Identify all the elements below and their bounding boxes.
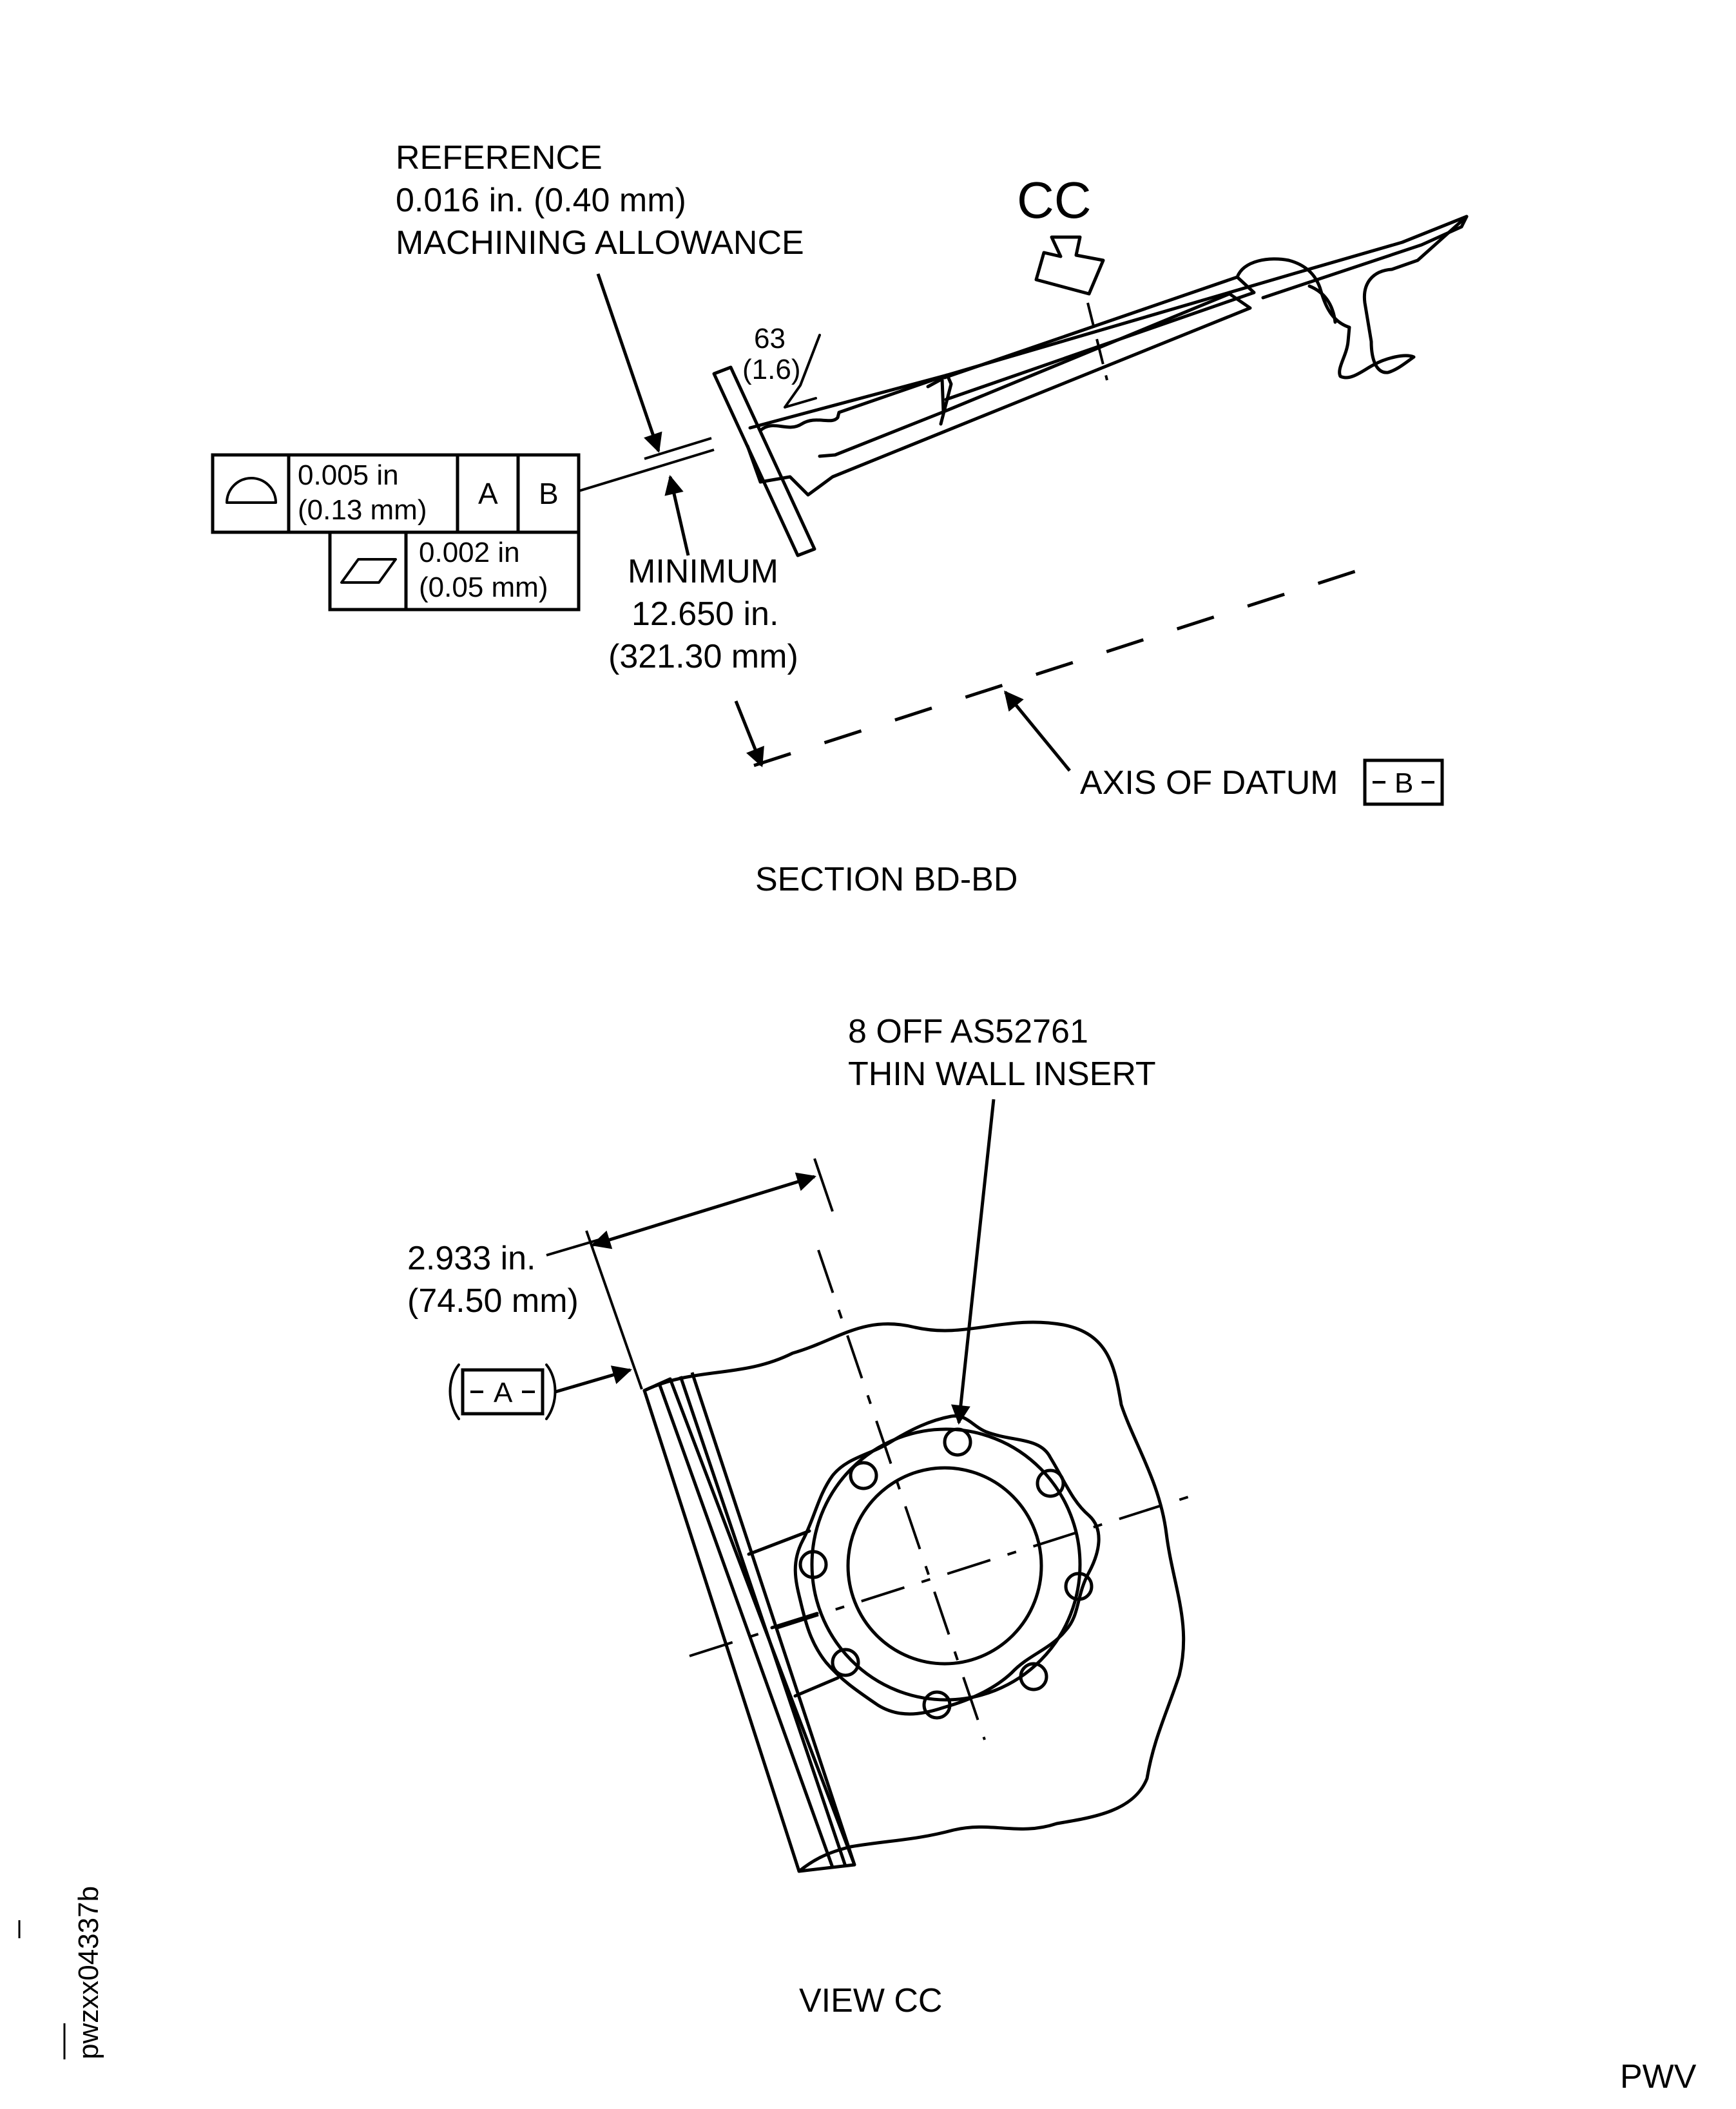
- axis-note: AXIS OF DATUM: [1080, 764, 1338, 802]
- insert-hole: [1019, 1662, 1048, 1691]
- bore: [846, 1466, 1043, 1666]
- allowance-extension: [644, 437, 712, 460]
- view-cut-line: [1086, 302, 1108, 381]
- datum-a-leader: [555, 1365, 632, 1394]
- surface-finish-icon: [784, 334, 821, 409]
- fcf-leader: [578, 448, 715, 492]
- figure-id: pwzxx04337b: [73, 1886, 104, 2059]
- insert-leader: [950, 1099, 996, 1425]
- view-direction-arrow: [1034, 235, 1105, 296]
- insert-holes: [798, 1427, 1094, 1720]
- insert-hole: [943, 1427, 972, 1457]
- insert-hole: [798, 1550, 828, 1579]
- housing-outline: [642, 1320, 1186, 1873]
- insert-hole: [1064, 1572, 1094, 1601]
- view-cc: 8 OFF AS52761 THIN WALL INSERT 2.933 in.…: [407, 1013, 1199, 1873]
- insert-note: 8 OFF AS52761 THIN WALL INSERT: [848, 1013, 1156, 1093]
- fcf-profile: 0.005 in (0.13 mm) A B: [211, 453, 581, 534]
- datum-a-label: A: [494, 1377, 513, 1409]
- insert-hole: [849, 1461, 878, 1490]
- reference-note: REFERENCE 0.016 in. (0.40 mm) MACHINING …: [396, 139, 804, 262]
- dimension-note: 2.933 in. (74.50 mm): [407, 1240, 579, 1320]
- insert-hole: [922, 1690, 952, 1720]
- datum-b-box: B: [1363, 758, 1444, 806]
- part-section: [712, 215, 1469, 557]
- section-bd-bd: REFERENCE 0.016 in. (0.40 mm) MACHINING …: [211, 139, 1469, 898]
- fcf-datum-a: A: [478, 477, 498, 510]
- boss-web: [747, 1529, 840, 1698]
- minimum-leader-down: [734, 700, 764, 767]
- section-caption: SECTION BD-BD: [755, 861, 1017, 898]
- view-arrow-label: CC: [1017, 171, 1092, 229]
- boss-inner-ring: [810, 1427, 1082, 1702]
- surface-finish: 63 (1.6): [742, 323, 800, 385]
- minimum-leader-up: [664, 475, 690, 556]
- axis-leader: [1004, 690, 1071, 772]
- view-caption: VIEW CC: [799, 1982, 942, 2019]
- insert-hole: [831, 1648, 860, 1677]
- datum-b-label: B: [1394, 767, 1413, 799]
- fcf-flatness: 0.002 in (0.05 mm): [328, 530, 581, 612]
- boss-scalloped-outline: [793, 1414, 1101, 1716]
- dimension-line: [591, 1172, 816, 1249]
- corner-label: PWV: [1620, 2058, 1697, 2095]
- flatness-icon: [340, 558, 397, 584]
- fcf-datum-b: B: [539, 477, 559, 510]
- minimum-note: MINIMUM 12.650 in. (321.30 mm): [608, 553, 798, 675]
- profile-of-surface-icon: [226, 477, 277, 504]
- centerline-vertical: [817, 1249, 986, 1740]
- fcf-flatness-value: 0.002 in (0.05 mm): [419, 537, 548, 603]
- extension-line-right: [813, 1158, 834, 1212]
- datum-a-box: A: [448, 1363, 557, 1420]
- datum-b-axis: [753, 565, 1369, 767]
- fcf-profile-value: 0.005 in (0.13 mm): [298, 459, 427, 526]
- extension-line-left: [585, 1230, 643, 1390]
- insert-hole: [1036, 1469, 1065, 1498]
- reference-leader: [596, 273, 662, 453]
